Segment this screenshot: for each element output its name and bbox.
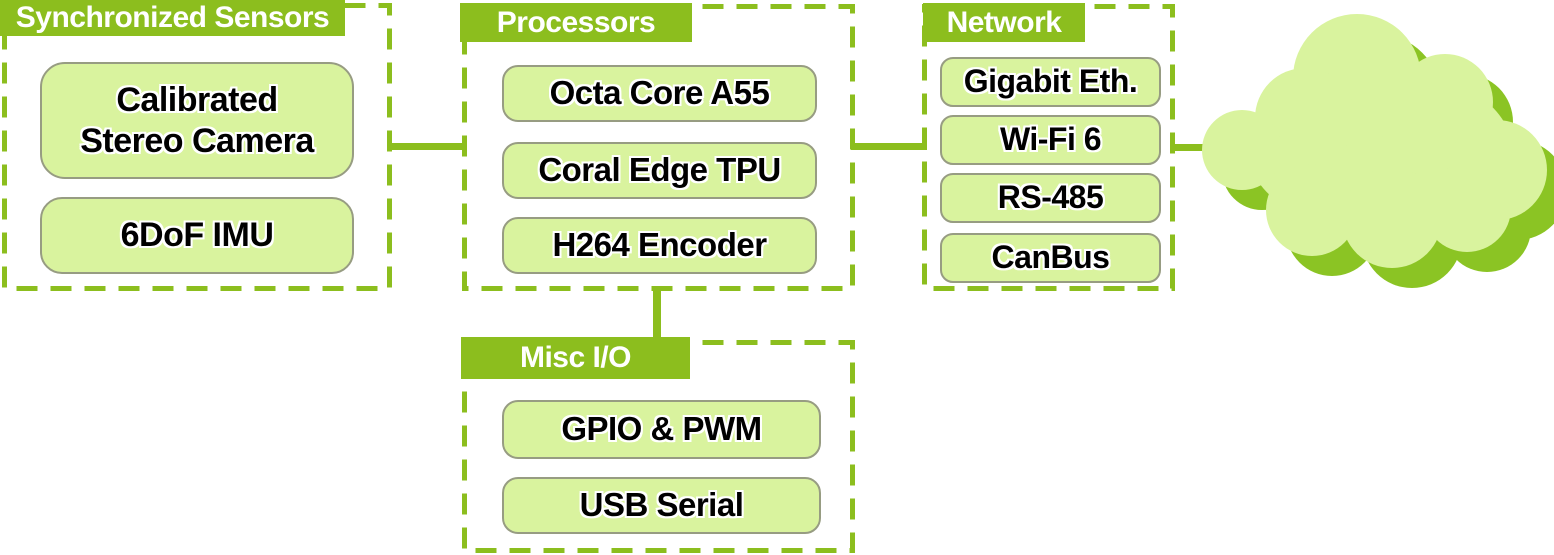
connector-sensors-processors: [389, 143, 467, 150]
node-usb-serial: USB Serial: [502, 477, 821, 534]
node-h264-encoder: H264 Encoder: [502, 217, 817, 274]
node-calibrated-stereo-camera: Calibrated Stereo Camera: [40, 62, 354, 179]
processors-group-title: Processors: [460, 3, 692, 42]
sensors-group-title: Synchronized Sensors: [0, 0, 345, 36]
node-wifi-6: Wi-Fi 6: [940, 115, 1161, 165]
node-rs-485: RS-485: [940, 173, 1161, 223]
network-group-title: Network: [923, 3, 1085, 42]
connector-network-cloud: [1171, 144, 1205, 151]
node-canbus: CanBus: [940, 233, 1161, 283]
node-gigabit-eth: Gigabit Eth.: [940, 57, 1161, 107]
misc-io-group-title: Misc I/O: [461, 337, 690, 379]
node-octa-core-a55: Octa Core A55: [502, 65, 817, 122]
cloud-icon: [1202, 14, 1547, 268]
node-gpio-pwm: GPIO & PWM: [502, 400, 821, 459]
connector-processors-network: [851, 143, 927, 150]
connector-processors-misc-io: [653, 288, 661, 342]
node-6dof-imu: 6DoF IMU: [40, 197, 354, 274]
node-coral-edge-tpu: Coral Edge TPU: [502, 142, 817, 199]
misc-io-dashed-border: [462, 340, 855, 553]
